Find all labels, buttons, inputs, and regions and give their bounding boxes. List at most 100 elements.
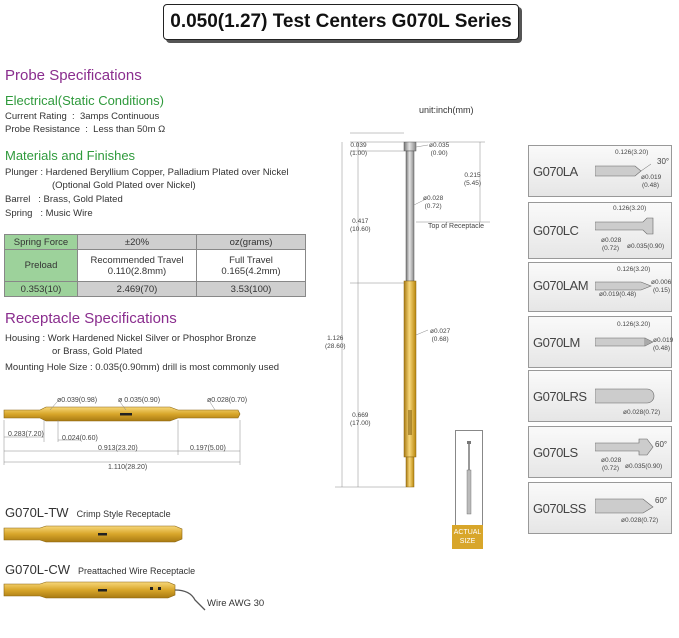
top-of-receptacle-label: Top of Receptacle bbox=[428, 223, 485, 230]
series-code: G070L-TW bbox=[5, 505, 69, 520]
variant-note: ø0.028(0.72) bbox=[623, 409, 661, 416]
tip-lrs-drawing bbox=[595, 388, 655, 404]
size-label: SIZE bbox=[459, 538, 476, 545]
page-title: 0.050(1.27) Test Centers G070L Series bbox=[163, 4, 519, 40]
receptacle-dim-l3: 0.913(23.20) bbox=[98, 445, 138, 452]
tip-la-drawing bbox=[595, 163, 652, 177]
variant-note: (0.72) bbox=[602, 245, 619, 252]
materials-heading: Materials and Finishes bbox=[5, 148, 136, 163]
probe-dim-e: 0.417(10.60) bbox=[350, 218, 371, 234]
recommended-value: 0.110(2.8mm) bbox=[107, 265, 167, 277]
variant-note: ø0.035(0.90) bbox=[627, 243, 665, 250]
dim-mm: (28.60) bbox=[325, 343, 346, 350]
variant-note: (0.48) bbox=[642, 182, 659, 189]
tw-receptacle-drawing bbox=[3, 525, 183, 543]
probe-dim-h: 0.669(17.00) bbox=[350, 412, 371, 428]
table-cell: 2.469(70) bbox=[77, 281, 197, 297]
table-cell: 0.353(10) bbox=[4, 281, 78, 297]
recommended-label: Recommended Travel bbox=[90, 254, 184, 266]
probe-dim-d: ø0.028(0.72) bbox=[423, 195, 443, 211]
dim-value: 0.417 bbox=[352, 218, 369, 225]
probe-drawing bbox=[335, 132, 490, 488]
variant-note: ø0.028 bbox=[601, 237, 622, 244]
receptacle-dim-d1: ø0.039(0.98) bbox=[57, 397, 98, 404]
receptacle-drawing bbox=[3, 401, 241, 465]
receptacle-line-3: Mounting Hole Size : 0.035(0.90mm) drill… bbox=[5, 362, 280, 373]
variant-code: G070LC bbox=[533, 223, 579, 238]
dim-value: 0.669 bbox=[352, 412, 369, 419]
series-code: G070L-CW bbox=[5, 562, 71, 577]
probe-dim-c: 0.215(5.45) bbox=[464, 172, 481, 188]
variant-note: (0.48) bbox=[653, 345, 670, 352]
tip-lam-drawing bbox=[595, 281, 652, 291]
table-row-label: Preload bbox=[4, 249, 78, 282]
variant-g070ls: G070LS 60° ø0.028 (0.72) ø0.035(0.90) bbox=[528, 426, 672, 478]
dim-mm: (17.00) bbox=[350, 420, 371, 427]
variant-code: G070LAM bbox=[533, 278, 589, 293]
variant-note: (0.72) bbox=[602, 465, 619, 472]
actual-label: ACTUAL bbox=[453, 529, 482, 536]
materials-line-2: (Optional Gold Plated over Nickel) bbox=[52, 180, 196, 191]
table-cell: 3.53(100) bbox=[196, 281, 306, 297]
unit-label: unit:inch(mm) bbox=[419, 105, 474, 115]
electrical-heading: Electrical(Static Conditions) bbox=[5, 93, 164, 108]
tip-lc-drawing bbox=[595, 217, 654, 235]
tip-lss-drawing bbox=[595, 498, 654, 514]
electrical-line-2: Probe Resistance : Less than 50m Ω bbox=[5, 124, 166, 135]
variant-code: G070LRS bbox=[533, 389, 587, 404]
actual-size-probe bbox=[466, 441, 472, 515]
variant-note: 60° bbox=[655, 496, 668, 505]
receptacle-line-2: or Brass, Gold Plated bbox=[52, 346, 143, 357]
series-desc: Preattached Wire Receptacle bbox=[78, 566, 196, 576]
variant-g070lrs: G070LRS ø0.028(0.72) bbox=[528, 370, 672, 422]
variant-g070la: G070LA 0.126(3.20) 30° ø0.019 (0.48) bbox=[528, 145, 672, 197]
spring-force-table: Spring Force ±20% oz(grams) Preload Reco… bbox=[4, 234, 306, 297]
electrical-line-1: Current Rating : 3amps Continuous bbox=[5, 111, 160, 122]
dim-mm: (0.72) bbox=[424, 203, 442, 210]
receptacle-dim-l4: 0.197(5.00) bbox=[190, 445, 226, 452]
materials-line-4: Spring : Music Wire bbox=[5, 208, 93, 219]
series-tw: G070L-TW Crimp Style Receptacle bbox=[5, 505, 171, 520]
probe-dim-b: ø0.035(0.90) bbox=[429, 142, 449, 158]
probe-spec-heading: Probe Specifications bbox=[5, 67, 142, 84]
dim-mm: (5.45) bbox=[464, 180, 481, 187]
table-header: oz(grams) bbox=[196, 234, 306, 250]
dim-value: ø0.035 bbox=[429, 142, 450, 149]
variant-note: 0.126(3.20) bbox=[615, 149, 649, 156]
full-travel-value: 0.165(4.2mm) bbox=[221, 265, 281, 277]
full-travel-label: Full Travel bbox=[229, 254, 273, 266]
variant-code: G070LSS bbox=[533, 501, 586, 516]
variant-note: ø0.028(0.72) bbox=[621, 517, 659, 524]
variant-note: 0.126(3.20) bbox=[613, 205, 647, 212]
variant-note: 30° bbox=[657, 157, 670, 166]
dim-value: 0.215 bbox=[464, 172, 481, 179]
variant-note: (0.15) bbox=[653, 287, 670, 294]
dim-mm: (1.00) bbox=[350, 150, 367, 157]
receptacle-dim-d2: ø 0.035(0.90) bbox=[118, 397, 161, 404]
variant-note: ø0.019 bbox=[641, 174, 662, 181]
variant-note: ø0.028 bbox=[601, 457, 622, 464]
dim-value: ø0.027 bbox=[430, 328, 451, 335]
actual-size-badge: ACTUAL SIZE bbox=[452, 525, 483, 549]
variant-note: ø0.035(0.90) bbox=[625, 463, 663, 470]
variant-g070lss: G070LSS 60° ø0.028(0.72) bbox=[528, 482, 672, 534]
series-desc: Crimp Style Receptacle bbox=[76, 509, 171, 519]
variant-note: ø0.006 bbox=[651, 279, 672, 286]
probe-dim-f: ø0.027(0.68) bbox=[430, 328, 450, 344]
dim-mm: (0.68) bbox=[431, 336, 449, 343]
receptacle-heading: Receptacle Specifications bbox=[5, 310, 177, 327]
probe-dim-a: 0.039(1.00) bbox=[350, 142, 367, 158]
dim-mm: (0.90) bbox=[430, 150, 448, 157]
materials-line-1: Plunger : Hardened Beryllium Copper, Pal… bbox=[5, 167, 289, 178]
receptacle-line-1: Housing : Work Hardened Nickel Silver or… bbox=[5, 333, 257, 344]
tip-lm-drawing bbox=[595, 337, 654, 347]
receptacle-dim-l5: 1.110(28.20) bbox=[108, 464, 148, 471]
tip-ls-drawing bbox=[595, 438, 654, 456]
materials-line-3: Barrel : Brass, Gold Plated bbox=[5, 194, 123, 205]
wire-label: Wire AWG 30 bbox=[207, 598, 265, 609]
dim-value: ø0.028 bbox=[423, 195, 444, 202]
receptacle-dim-l2: 0.024(0.60) bbox=[62, 435, 98, 442]
variant-note: ø0.019 bbox=[653, 337, 674, 344]
table-header: Spring Force bbox=[4, 234, 78, 250]
dim-value: 0.039 bbox=[350, 142, 367, 149]
